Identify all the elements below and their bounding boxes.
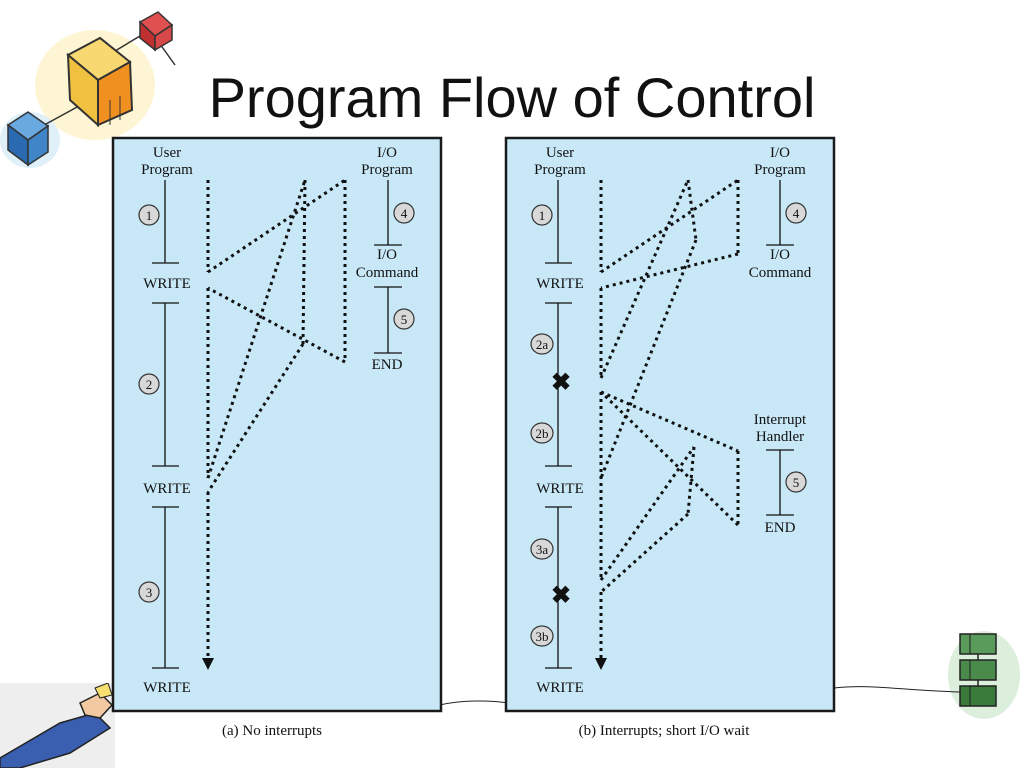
step-number: 3a [536, 542, 549, 557]
io-command-label: I/O [770, 247, 790, 263]
panel-a-background [111, 136, 443, 713]
step-number: 4 [401, 206, 408, 221]
io-program-label: I/O [770, 145, 790, 161]
io-program-label: Program [361, 162, 413, 178]
end-label: END [765, 520, 796, 536]
flow-arrowhead [595, 658, 607, 670]
interrupt-handler-label: Handler [756, 429, 804, 445]
step-number: 2b [536, 426, 549, 441]
decorative-hand-graphic [0, 683, 115, 768]
interrupt-mark: ✖ [551, 370, 571, 396]
decorative-cubes-graphic [0, 11, 176, 168]
io-program-label: Program [754, 162, 806, 178]
end-label: END [372, 357, 403, 373]
step-number: 5 [793, 475, 800, 490]
write-label: WRITE [536, 680, 583, 696]
write-label: WRITE [536, 276, 583, 292]
step-marker [530, 202, 807, 647]
write-label: WRITE [143, 276, 190, 292]
step-number: 2 [146, 377, 153, 392]
panel-a-no-interrupts: User Program I/O Program WRITE WRITE WRI… [111, 136, 443, 713]
io-command-label: Command [749, 265, 812, 281]
write-label: WRITE [143, 680, 190, 696]
user-program-label: User [546, 145, 574, 161]
caption-b: (b) Interrupts; short I/O wait [579, 723, 751, 739]
slide-title: Program Flow of Control [208, 66, 816, 129]
io-program-label: I/O [377, 145, 397, 161]
interrupt-handler-label: Interrupt [754, 412, 807, 428]
interrupt-mark: ✖ [551, 583, 571, 609]
step-number: 5 [401, 312, 408, 327]
user-program-label: User [153, 145, 181, 161]
connector-wire [439, 700, 509, 706]
user-program-label: Program [534, 162, 586, 178]
step-marker [138, 202, 415, 603]
decorative-blocks-graphic [948, 631, 1020, 719]
connector-wire [833, 686, 961, 693]
user-program-label: Program [141, 162, 193, 178]
write-label: WRITE [536, 481, 583, 497]
flow-arrowhead [202, 658, 214, 670]
step-number: 3 [146, 585, 153, 600]
step-number: 4 [793, 206, 800, 221]
panel-b-interrupts-short-wait: User Program I/O Program WRITE WRITE WRI… [504, 136, 836, 713]
step-number: 1 [146, 208, 153, 223]
step-number: 1 [539, 208, 546, 223]
io-command-label: I/O [377, 247, 397, 263]
step-number: 2a [536, 337, 549, 352]
step-number: 3b [536, 629, 549, 644]
write-label: WRITE [143, 481, 190, 497]
panel-b-background [504, 136, 836, 713]
io-command-label: Command [356, 265, 419, 281]
caption-a: (a) No interrupts [222, 723, 322, 739]
